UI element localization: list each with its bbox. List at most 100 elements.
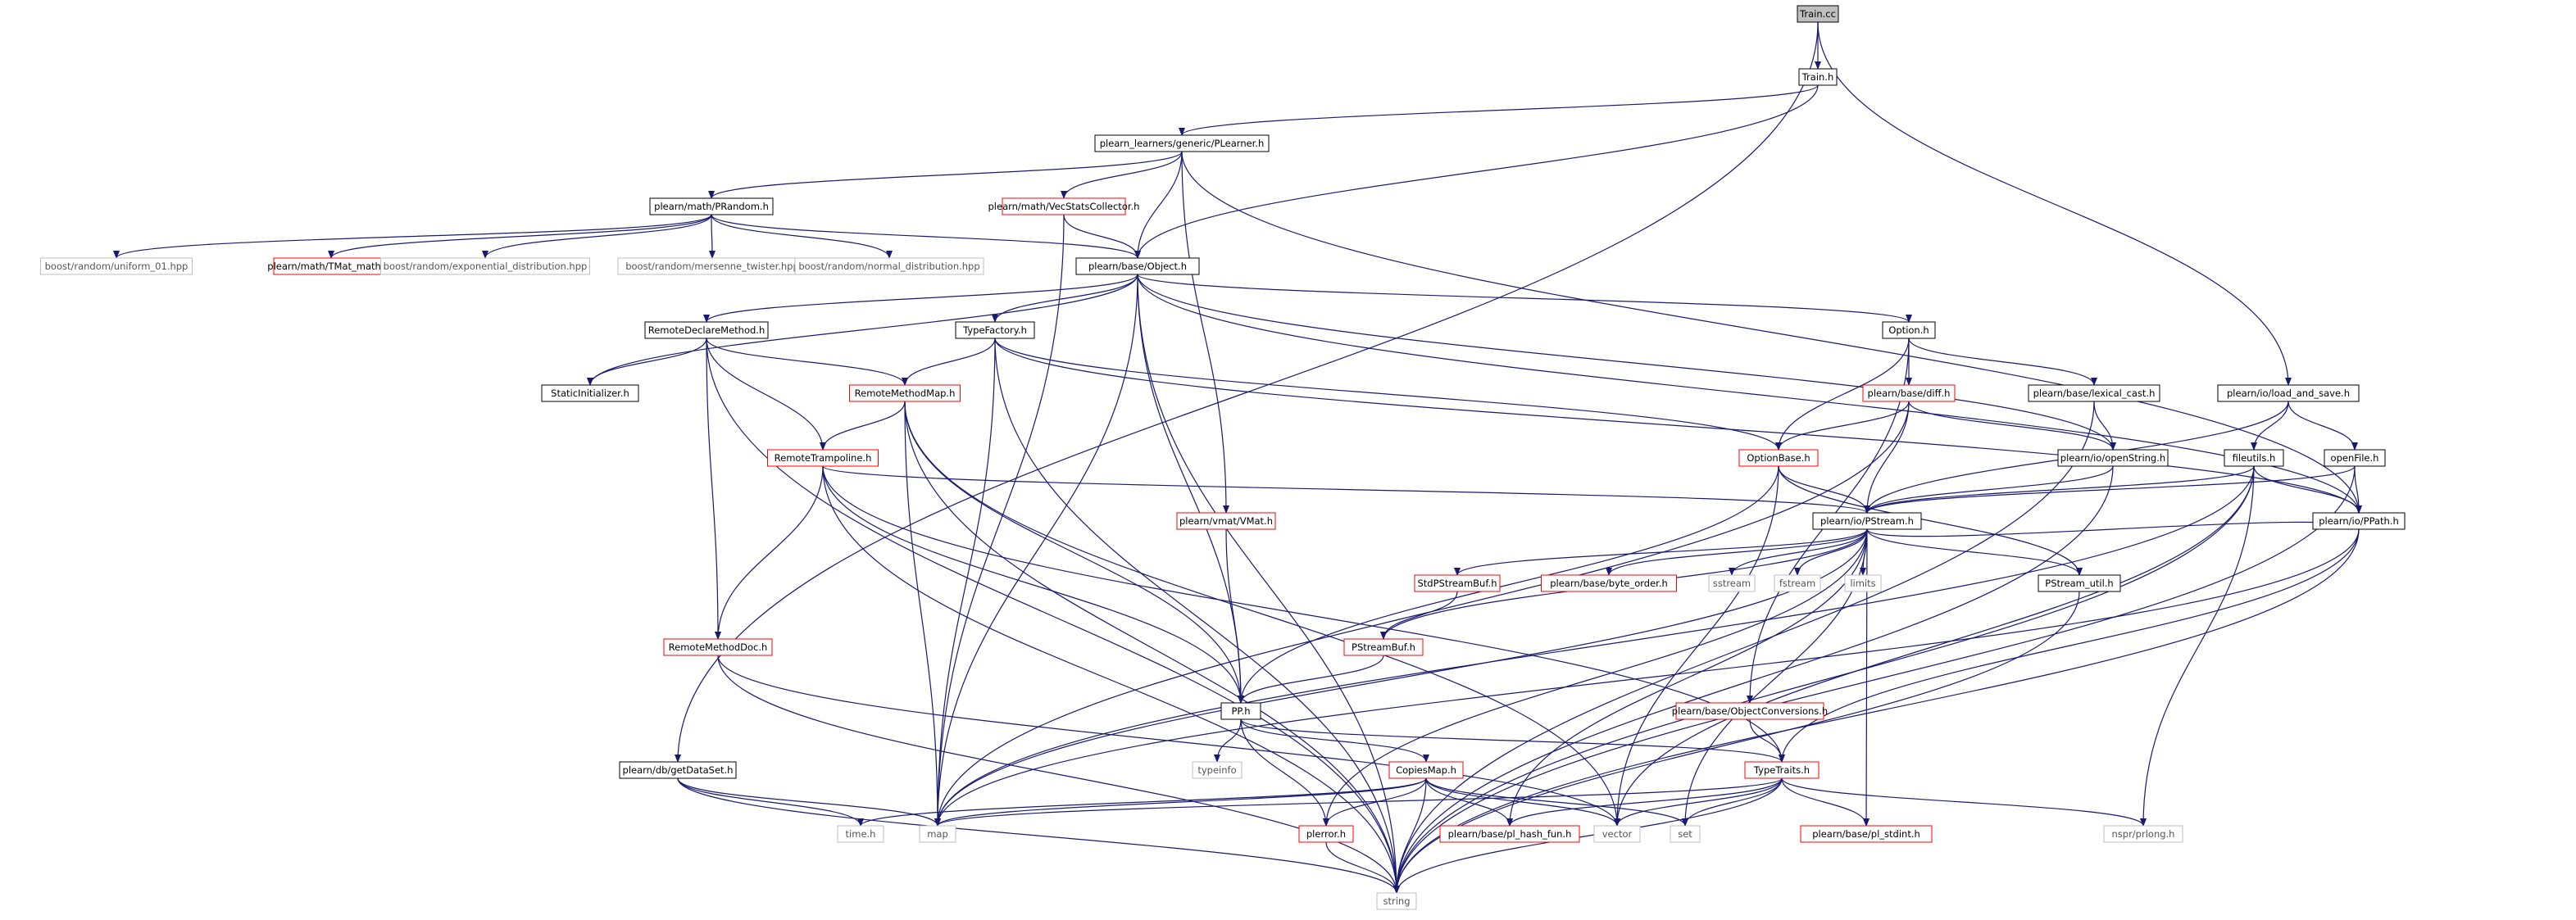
node-pstream[interactable]: plearn/io/PStream.h (1812, 512, 1922, 530)
edge-typefactory-to-optionbase (994, 338, 1782, 451)
node-box-pstreamutil (2038, 574, 2121, 592)
node-box-timeh (837, 825, 884, 843)
node-train_cc[interactable]: Train.cc (1797, 5, 1839, 23)
node-rtramp[interactable]: RemoteTrampoline.h (767, 449, 879, 467)
edge-copiesmap-to-map (934, 777, 1427, 827)
node-timeh: time.h (837, 825, 884, 843)
edge-rmdoc-to-string (717, 655, 1400, 894)
edge-plearner-to-ppath (1181, 151, 2362, 514)
node-objconv[interactable]: plearn/base/ObjectConversions.h (1672, 702, 1828, 720)
edge-diff-to-pstream (1864, 401, 1910, 514)
node-typefactory[interactable]: TypeFactory.h (955, 321, 1035, 339)
node-label-diff: plearn/base/diff.h (1868, 387, 1951, 399)
edge-pstream-to-stdint (1863, 528, 1870, 827)
node-rdm[interactable]: RemoteDeclareMethod.h (644, 321, 769, 339)
node-label-rdm: RemoteDeclareMethod.h (648, 324, 766, 336)
edge-rmm-to-string (904, 401, 1400, 894)
edge-train_h-to-object (1134, 84, 1819, 259)
node-box-ppath (2312, 512, 2406, 530)
edge-pp-to-typeinfo (1214, 718, 1242, 763)
node-box-openfile (2324, 449, 2386, 467)
edge-prandom-to-expdist (482, 214, 712, 259)
edge-copiesmap-to-hashfun (1425, 777, 1513, 827)
node-box-option (1882, 321, 1936, 339)
edge-prandom-to-normdist (711, 214, 893, 259)
node-plearner[interactable]: plearn_learners/generic/PLearner.h (1094, 134, 1270, 152)
node-stdpsb[interactable]: StdPStreamBuf.h (1414, 574, 1501, 592)
node-stdint[interactable]: plearn/base/pl_stdint.h (1800, 825, 1933, 843)
node-openstring[interactable]: plearn/io/openString.h (2057, 449, 2169, 467)
edge-pstream-to-fstream (1794, 528, 1868, 576)
node-byteorder[interactable]: plearn/base/byte_order.h (1541, 574, 1677, 592)
node-box-normdist (794, 257, 984, 275)
node-box-uniform01 (40, 257, 193, 275)
node-hashfun[interactable]: plearn/base/pl_hash_fun.h (1439, 825, 1580, 843)
node-pstreamutil[interactable]: PStream_util.h (2038, 574, 2121, 592)
node-train_h[interactable]: Train.h (1798, 68, 1838, 86)
node-tmat[interactable]: plearn/math/TMat_maths.h (267, 257, 395, 275)
edge-rmm-to-map (904, 401, 941, 827)
node-vmat[interactable]: plearn/vmat/VMat.h (1176, 512, 1276, 530)
node-object[interactable]: plearn/base/Object.h (1075, 257, 1200, 275)
node-ppath[interactable]: plearn/io/PPath.h (2312, 512, 2406, 530)
node-diff[interactable]: plearn/base/diff.h (1862, 384, 1956, 402)
edge-copiesmap-to-string (1393, 777, 1427, 894)
edge-pp-to-perror (1240, 718, 1329, 827)
node-label-stdint: plearn/base/pl_stdint.h (1812, 828, 1920, 840)
edge-pstream-to-byteorder (1606, 528, 1868, 576)
node-lexcast[interactable]: plearn/base/lexical_cast.h (2028, 384, 2160, 402)
node-sstream: sstream (1708, 574, 1756, 592)
node-option[interactable]: Option.h (1882, 321, 1936, 339)
node-mersenne: boost/random/mersenne_twister.hpp (617, 257, 807, 275)
edge-prandom-to-tmat (328, 214, 712, 259)
edge-getdataset-to-string (677, 777, 1400, 894)
edge-typefactory-to-string (994, 338, 1400, 894)
node-box-diff (1862, 384, 1956, 402)
node-box-hashfun (1439, 825, 1580, 843)
edge-rdm-to-staticinit (587, 338, 707, 386)
node-prandom[interactable]: plearn/math/PRandom.h (649, 197, 774, 215)
node-prlong: nspr/prlong.h (2103, 825, 2183, 843)
node-box-pp (1220, 702, 1261, 720)
edge-fileutils-to-vector (1614, 465, 2255, 827)
node-label-copiesmap: CopiesMap.h (1396, 764, 1456, 776)
node-label-rmm: RemoteMethodMap.h (855, 387, 956, 399)
node-box-perror (1298, 825, 1354, 843)
node-label-map: map (927, 828, 948, 840)
edge-lexcast-to-string (1393, 401, 2095, 894)
edge-diff-to-optionbase (1775, 401, 1910, 451)
edge-typetraits-to-hashfun (1506, 777, 1783, 827)
edge-pstream-to-stdpsb (1454, 528, 1868, 576)
edge-rdm-to-rtramp (706, 338, 826, 451)
node-rmdoc[interactable]: RemoteMethodDoc.h (663, 638, 773, 656)
edge-pstreamutil-to-string (1393, 591, 2080, 894)
edges-layer (113, 21, 2362, 894)
node-box-prandom (649, 197, 774, 215)
node-pstreambuf[interactable]: PStreamBuf.h (1343, 638, 1424, 656)
edge-option-to-optionbase (1775, 338, 1910, 451)
node-fileutils[interactable]: fileutils.h (2224, 449, 2284, 467)
edge-lexcast-to-openstring (2093, 401, 2116, 451)
node-label-prandom: plearn/math/PRandom.h (654, 201, 769, 212)
node-label-vmat: plearn/vmat/VMat.h (1179, 515, 1273, 527)
edge-loadsave-to-openfile (2288, 401, 2358, 451)
node-copiesmap[interactable]: CopiesMap.h (1388, 761, 1464, 779)
node-perror[interactable]: plerror.h (1298, 825, 1354, 843)
node-box-train_h (1798, 68, 1838, 86)
node-typetraits[interactable]: TypeTraits.h (1744, 761, 1820, 779)
node-label-openfile: openFile.h (2331, 452, 2379, 464)
edge-typetraits-to-stdint (1781, 777, 1870, 827)
node-openfile[interactable]: openFile.h (2324, 449, 2386, 467)
node-loadsave[interactable]: plearn/io/load_and_save.h (2217, 384, 2360, 402)
node-box-pstreambuf (1343, 638, 1424, 656)
node-getdataset[interactable]: plearn/db/getDataSet.h (619, 761, 737, 779)
node-expdist: boost/random/exponential_distribution.hp… (380, 257, 590, 275)
node-pp[interactable]: PP.h (1220, 702, 1261, 720)
node-optionbase[interactable]: OptionBase.h (1738, 449, 1819, 467)
node-staticinit[interactable]: StaticInitializer.h (541, 384, 639, 402)
node-rmm[interactable]: RemoteMethodMap.h (849, 384, 961, 402)
edge-rmm-to-pp (904, 401, 1244, 704)
node-vecstats[interactable]: plearn/math/VecStatsCollector.h (988, 197, 1140, 215)
edge-optionbase-to-pstreamutil (1778, 465, 2083, 576)
